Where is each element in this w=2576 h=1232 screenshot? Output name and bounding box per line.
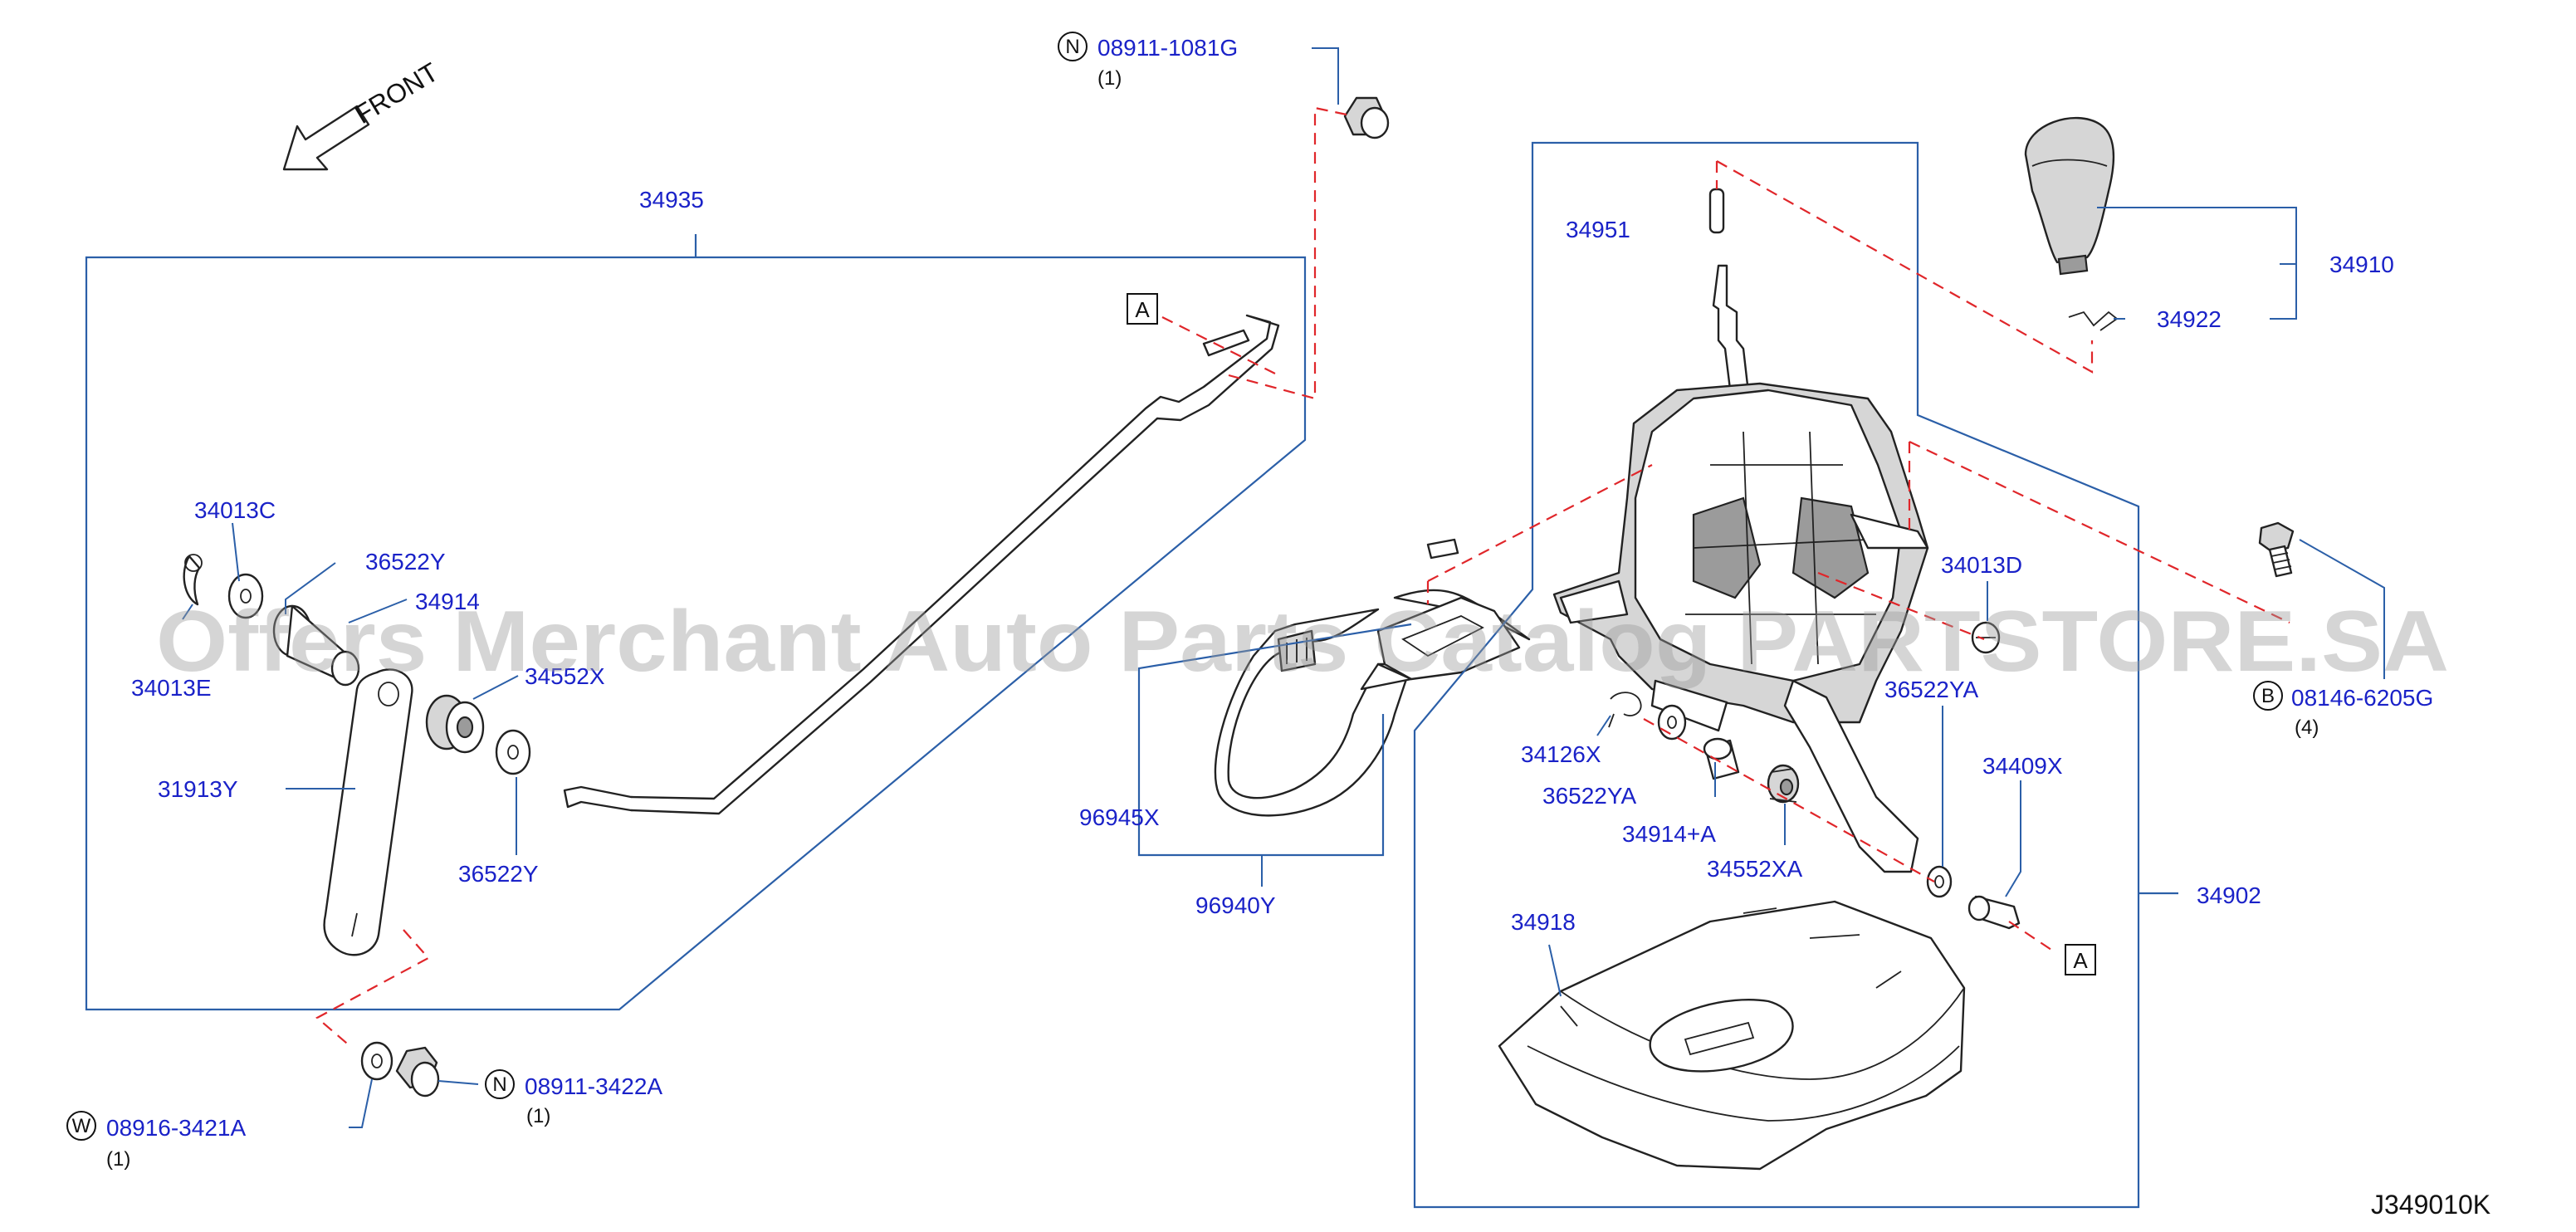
bushing-34914a-part: [1703, 737, 1740, 780]
label-96940y[interactable]: 96940Y: [1195, 892, 1276, 918]
label-34552xa[interactable]: 34552XA: [1707, 856, 1803, 882]
label-34126x[interactable]: 34126X: [1521, 741, 1601, 767]
bolt-08146-part: [2258, 521, 2295, 578]
part-labels: 34935 34013C 36522Y 34914 34013E 34552X …: [131, 187, 2394, 935]
label-36522y-top[interactable]: 36522Y: [365, 549, 446, 574]
ref-a-box-bottom: A: [2065, 944, 2096, 975]
bracket-96940y: [1137, 623, 1412, 887]
bushing-34552x-part: [425, 694, 485, 754]
bushing-34552xa-part: [1767, 764, 1800, 804]
label-34918[interactable]: 34918: [1511, 909, 1576, 935]
fastener-washer: W 08916-3421A (1): [66, 1111, 246, 1171]
svg-text:(4): (4): [2295, 716, 2319, 739]
label-34409x[interactable]: 34409X: [1982, 753, 2063, 779]
clip-34013c-part: [183, 554, 203, 606]
clip-34013d-part: [1971, 621, 2001, 654]
fastener-nut-top: N 08911-1081G (1): [1058, 32, 1238, 90]
washer-36522y-bottom-part: [495, 729, 531, 775]
svg-text:(1): (1): [1097, 67, 1122, 90]
label-34914a[interactable]: 34914+A: [1622, 821, 1716, 847]
label-08146-6205g[interactable]: 08146-6205G: [2291, 685, 2433, 711]
clip-34126x-part: [1608, 692, 1642, 728]
svg-text:W: W: [72, 1115, 91, 1137]
label-34935[interactable]: 34935: [639, 187, 704, 213]
label-34914[interactable]: 34914: [415, 589, 480, 614]
washer-36522y-top-part: [227, 573, 264, 619]
pin-34951-part: [1708, 188, 1725, 234]
label-36522ya-left[interactable]: 36522YA: [1542, 783, 1636, 809]
fastener-nut-bottom: N 08911-3422A (1): [485, 1069, 662, 1127]
washer-08916-part: [360, 1041, 393, 1081]
dashed-guides: [315, 106, 2290, 1049]
label-34910[interactable]: 34910: [2329, 252, 2394, 277]
cover-34918-part: [1498, 900, 1966, 1171]
svg-text:A: A: [1135, 297, 1150, 322]
watermark: Offers Merchant Auto Parts Catalog PARTS…: [156, 594, 2449, 690]
label-36522y-bottom[interactable]: 36522Y: [458, 861, 539, 887]
clip-34922-part: [2068, 310, 2119, 331]
diagram-code: J349010K: [2371, 1190, 2490, 1220]
label-08916-3421a[interactable]: 08916-3421A: [106, 1115, 246, 1141]
label-34013c[interactable]: 34013C: [194, 497, 276, 523]
label-08911-3422a[interactable]: 08911-3422A: [525, 1073, 662, 1099]
label-08911-1081g[interactable]: 08911-1081G: [1097, 35, 1238, 61]
label-34951[interactable]: 34951: [1566, 217, 1630, 242]
fastener-bolt: B 08146-6205G (4): [2253, 681, 2433, 739]
front-arrow-icon: [282, 105, 370, 171]
svg-text:(1): (1): [526, 1105, 550, 1127]
shift-rod-part: [563, 314, 1280, 815]
lever-31913y-part: [323, 668, 413, 956]
bracket-34902: [1413, 141, 2178, 1209]
label-36522ya-right[interactable]: 36522YA: [1884, 677, 1978, 702]
svg-text:(1): (1): [106, 1148, 130, 1171]
ref-a-box-top: A: [1127, 293, 1158, 325]
bushing-34914-part: [272, 604, 360, 687]
svg-text:N: N: [492, 1073, 506, 1096]
nut-08911-1081g-part: [1343, 96, 1390, 139]
leader-lines: [182, 47, 2385, 1128]
label-34552x[interactable]: 34552X: [525, 663, 605, 689]
label-34902[interactable]: 34902: [2197, 882, 2261, 908]
shifter-housing-34902-part: [1552, 382, 1929, 873]
label-34922[interactable]: 34922: [2157, 306, 2222, 332]
nut-08911-3422a-part: [395, 1046, 440, 1098]
bracket-34935: [85, 234, 1307, 1011]
label-96945x[interactable]: 96945X: [1079, 804, 1160, 830]
label-31913y[interactable]: 31913Y: [158, 776, 238, 802]
front-label: FRONT: [349, 56, 443, 130]
label-34013e[interactable]: 34013E: [131, 675, 212, 701]
svg-text:A: A: [2073, 948, 2088, 973]
svg-text:B: B: [2261, 685, 2275, 707]
washer-36522ya-left-part: [1657, 704, 1687, 741]
label-34013d[interactable]: 34013D: [1941, 552, 2022, 578]
svg-text:N: N: [1065, 36, 1079, 58]
knob-34910-part: [2024, 116, 2115, 276]
washer-36522ya-right-part: [1926, 865, 1953, 898]
